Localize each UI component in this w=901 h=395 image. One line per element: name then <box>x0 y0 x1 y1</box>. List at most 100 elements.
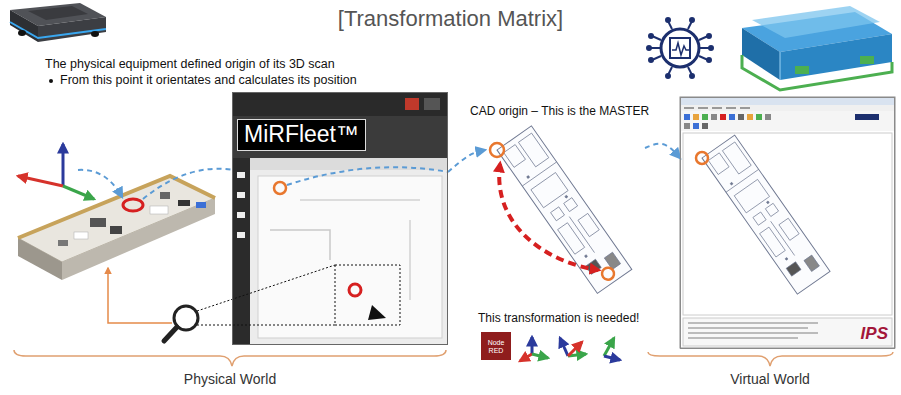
fleet-screenshot <box>368 305 386 320</box>
software-window: IPS <box>680 97 895 349</box>
digital-factory-icon <box>672 43 689 55</box>
axis-icons <box>531 337 534 354</box>
axis-icons <box>520 337 620 361</box>
bracket <box>14 350 446 366</box>
3d-scan-image <box>123 199 143 211</box>
3d-scan-image <box>74 232 88 239</box>
fleet-screenshot <box>274 182 286 194</box>
software-window <box>702 114 708 120</box>
software-window <box>765 114 771 120</box>
fleet-screenshot <box>424 98 440 110</box>
fleet-screenshot <box>237 232 245 238</box>
fleet-screenshot <box>232 92 448 345</box>
fleet-screenshot <box>258 176 442 338</box>
software-window <box>738 114 744 120</box>
digital-twin-robot <box>752 6 880 38</box>
software-window <box>855 114 879 120</box>
fleet-screenshot <box>237 212 245 218</box>
software-window <box>688 337 798 339</box>
magnifier <box>197 265 335 311</box>
software-window <box>681 105 894 111</box>
cad-floor-plan <box>497 126 632 293</box>
title: [Transformation Matrix] <box>0 6 901 32</box>
magnifier <box>108 268 172 323</box>
digital-twin-robot <box>795 66 809 74</box>
fleet-screenshot <box>409 220 411 300</box>
software-window <box>756 114 762 120</box>
bracket <box>14 350 893 366</box>
robot-image <box>91 31 99 37</box>
robot-image <box>10 10 38 42</box>
fleet-screenshot <box>232 158 250 345</box>
digital-factory-icon <box>670 38 690 58</box>
software-window <box>693 123 699 129</box>
fleet-screenshot <box>232 92 448 158</box>
robot-image <box>10 3 106 42</box>
software-window <box>747 114 753 120</box>
software-window <box>712 107 722 109</box>
3d-scan-image <box>150 206 168 214</box>
software-panel: MiRFleet™ <box>232 92 448 345</box>
digital-factory-icon <box>649 34 653 38</box>
magnifier <box>197 325 335 326</box>
axis-icons <box>520 354 532 361</box>
3d-scan-image <box>18 238 62 280</box>
software-window <box>684 107 694 109</box>
digital-twin-robot <box>780 34 892 80</box>
axis-icons <box>604 338 614 356</box>
digital-factory-icon <box>649 58 653 62</box>
software-window <box>681 111 894 131</box>
node-text: IPS <box>861 324 888 344</box>
software-window <box>683 133 892 315</box>
software-window <box>702 123 708 129</box>
digital-factory-icon <box>647 18 713 78</box>
note-text: This transformation is needed! <box>478 311 639 325</box>
software-window <box>683 318 892 346</box>
magnifier <box>164 327 177 341</box>
coordinate-axes <box>18 144 94 199</box>
robot-image <box>28 6 88 20</box>
axis-icons <box>532 354 548 358</box>
software-window <box>688 322 818 324</box>
bullet-text: From this point it orientates and calcul… <box>60 73 357 88</box>
robot-image <box>18 30 26 36</box>
cad-floor-plan <box>600 265 617 282</box>
digital-twin-robot <box>742 6 892 90</box>
software-window <box>688 327 808 329</box>
cad-plan: CAD origin – This is the MASTER <box>485 130 645 300</box>
software-window <box>698 107 708 109</box>
cad-floor-plan <box>490 126 632 293</box>
axis-icons <box>604 356 620 360</box>
software-window <box>702 135 830 294</box>
robot-image <box>10 22 106 38</box>
digital-factory-icon <box>666 18 670 22</box>
digital-factory-icon <box>666 74 670 78</box>
3d-scan-image <box>90 218 106 227</box>
bullet <box>49 79 53 83</box>
3d-scan-image <box>196 202 206 208</box>
coordinate-axes <box>63 186 94 199</box>
cad-floor-plan <box>499 164 598 270</box>
fleet-screenshot <box>300 199 420 201</box>
node-text: MiRFleet™ <box>237 119 366 151</box>
software-window <box>696 152 708 164</box>
software-window <box>684 123 690 129</box>
3d-scan-image <box>58 240 68 246</box>
software-window <box>711 114 717 120</box>
dashed-arrow <box>287 167 448 185</box>
3d-scan-image <box>18 176 215 238</box>
software-window <box>702 135 830 294</box>
software-window <box>726 107 736 109</box>
cad-floor-plan <box>490 143 504 157</box>
fleet-screenshot <box>232 92 448 345</box>
logo-text: Node RED <box>481 332 511 360</box>
coordinate-axes <box>18 176 63 186</box>
dashed-connector <box>645 144 680 158</box>
digital-factory-icon <box>661 29 699 67</box>
digital-factory-icon <box>707 34 711 38</box>
3d-scan-image <box>178 200 190 206</box>
group-label: Virtual World <box>730 371 810 388</box>
3d-scan-image <box>110 226 122 234</box>
fleet-screenshot <box>270 230 330 260</box>
fleet-screenshot <box>405 98 419 110</box>
